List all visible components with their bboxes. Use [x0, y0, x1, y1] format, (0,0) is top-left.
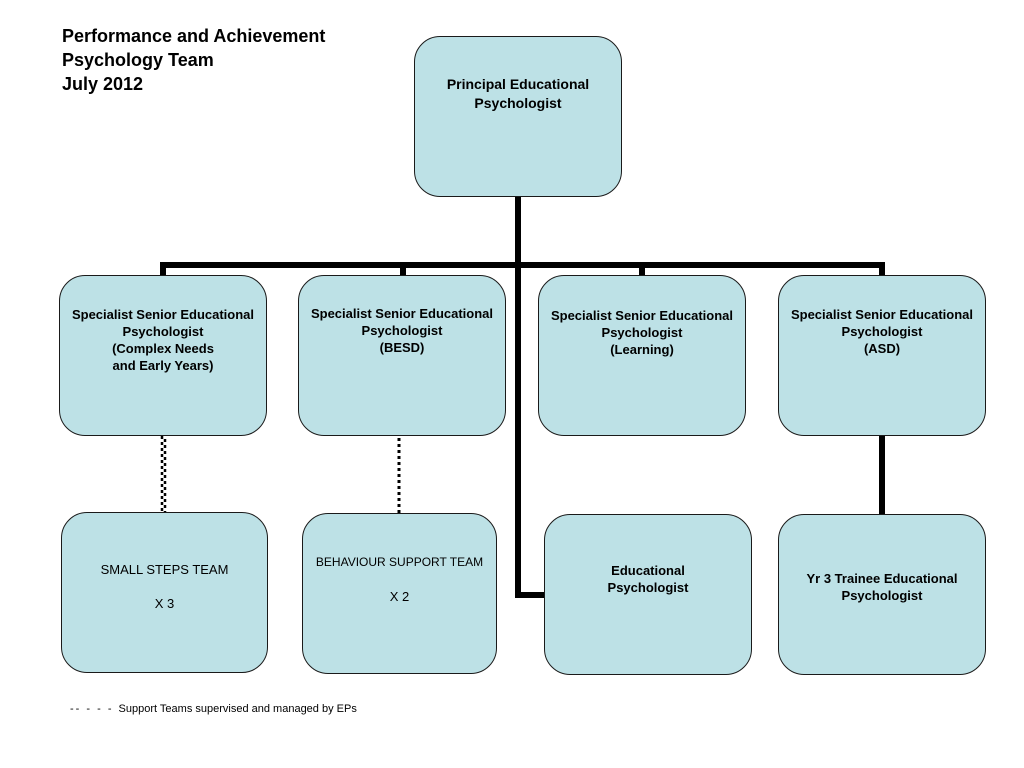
- educational-psychologist-label: Educational Psychologist: [607, 563, 689, 595]
- legend-text: Support Teams supervised and managed by …: [118, 703, 357, 715]
- principal-label: Principal Educational Psychologist: [446, 76, 590, 111]
- small-steps-count: X 3: [154, 596, 175, 611]
- behaviour-support-count: X 2: [389, 589, 410, 604]
- legend: -- - - - Support Teams supervised and ma…: [70, 703, 357, 715]
- specialist-besd-node: Specialist Senior Educational Psychologi…: [298, 275, 506, 436]
- trainee-psychologist-node: Yr 3 Trainee Educational Psychologist: [778, 514, 986, 675]
- specialist-asd-label: Specialist Senior Educational Psychologi…: [790, 307, 974, 356]
- specialist-complex-needs-node: Specialist Senior Educational Psychologi…: [59, 275, 267, 436]
- diagram-title: Performance and Achievement Psychology T…: [62, 24, 392, 96]
- title-line-1: Performance and Achievement: [62, 26, 326, 46]
- specialist-asd-node: Specialist Senior Educational Psychologi…: [778, 275, 986, 436]
- educational-psychologist-node: Educational Psychologist: [544, 514, 752, 675]
- behaviour-support-label: BEHAVIOUR SUPPORT TEAM: [315, 555, 484, 569]
- title-line-2: Psychology Team: [62, 50, 214, 70]
- trainee-label: Yr 3 Trainee Educational Psychologist: [806, 571, 958, 603]
- small-steps-team-node: SMALL STEPS TEAM X 3: [61, 512, 268, 673]
- specialist-complex-label: Specialist Senior Educational Psychologi…: [71, 307, 255, 373]
- behaviour-support-team-node: BEHAVIOUR SUPPORT TEAM X 2: [302, 513, 497, 674]
- principal-psychologist-node: Principal Educational Psychologist: [414, 36, 622, 197]
- legend-dash-symbol: -- - - -: [70, 703, 114, 715]
- specialist-besd-label: Specialist Senior Educational Psychologi…: [310, 306, 494, 355]
- specialist-learning-node: Specialist Senior Educational Psychologi…: [538, 275, 746, 436]
- title-line-3: July 2012: [62, 74, 144, 94]
- small-steps-label: SMALL STEPS TEAM: [100, 562, 229, 577]
- specialist-learning-label: Specialist Senior Educational Psychologi…: [550, 308, 734, 357]
